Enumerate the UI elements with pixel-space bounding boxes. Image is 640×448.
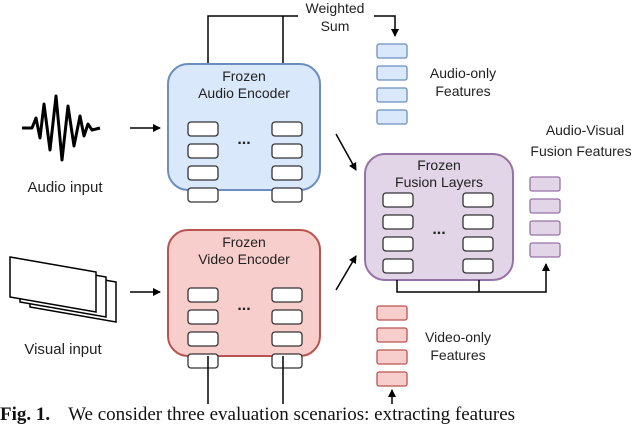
fusion-layers-block: Frozen Fusion Layers ... [364,153,514,281]
audio-only-feature [376,43,408,59]
audio-encoder-layer [187,187,219,203]
video-only-feature [376,371,408,387]
audio-encoder-layer [187,121,219,137]
weighted-sum-label-bg [298,0,374,34]
audio-visual-feature [529,220,561,236]
weighted-sum-connector-fusion [396,263,550,293]
audio-encoder-layer [271,187,303,203]
video-encoder-ellipsis: ... [237,297,250,314]
audio-encoder-layer [271,143,303,159]
fusion-layer [382,258,414,274]
audio-only-label-2: Features [435,83,490,99]
fusion-layer [462,236,494,252]
fusion-layer [462,192,494,208]
weighted-sum-line1: Weighted [306,0,365,16]
video-only-label-1: Video-only [425,329,491,345]
video-encoder-title-2: Video Encoder [198,251,290,267]
audio-encoder-layer [187,165,219,181]
video-only-feature [376,349,408,365]
visual-input-label: Visual input [24,341,102,358]
audio-encoder-layer [187,143,219,159]
weighted-sum-line2: Sum [321,18,350,34]
architecture-diagram: Audio input Visual input Weighted Sum Fr… [9,0,632,404]
ve-layer [187,287,219,303]
audio-to-fusion-arrow [335,133,357,171]
audio-visual-feature [529,176,561,192]
audio-visual-label-2: Fusion Features [530,143,631,159]
ve-layer [187,331,219,347]
video-only-feature [376,327,408,343]
fusion-layer [382,236,414,252]
fusion-layer [382,214,414,230]
ve-layer [271,331,303,347]
audio-only-feature [376,87,408,103]
audio-only-label-1: Audio-only [430,65,496,81]
audio-only-feature [376,65,408,81]
video-only-feature [376,305,408,321]
audio-encoder-block: Frozen Audio Encoder ... [167,63,321,203]
fusion-layer [462,214,494,230]
waveform-icon [22,94,101,162]
audio-input-label: Audio input [27,179,103,196]
ve-layer [187,353,219,369]
fusion-layers-ellipsis: ... [432,221,445,238]
fusion-layers-title-2: Fusion Layers [395,174,483,190]
video-encoder-title-1: Frozen [222,234,266,250]
audio-only-feature-stack [376,43,408,125]
audio-visual-label-1: Audio-Visual [546,122,624,138]
audio-encoder-title-1: Frozen [222,68,266,84]
audio-encoder-title-2: Audio Encoder [198,85,290,101]
video-only-label-2: Features [430,347,485,363]
fusion-layer [382,192,414,208]
audio-only-feature [376,109,408,125]
figure-caption: Fig. 1. We consider three evaluation scen… [0,404,640,448]
fusion-layer [462,258,494,274]
audio-visual-feature [529,198,561,214]
audio-visual-feature [529,242,561,258]
video-frames-icon [9,256,117,323]
ve-layer [271,353,303,369]
audio-encoder-ellipsis: ... [237,131,250,148]
ve-layer [187,309,219,325]
video-to-fusion-arrow [335,255,357,291]
figure-label: Fig. 1. [0,404,51,425]
ve-layer [271,309,303,325]
caption-text: We consider three evaluation scenarios: … [68,404,516,425]
fusion-layers-title-1: Frozen [417,157,461,173]
ve-layer [271,287,303,303]
audio-visual-feature-stack [529,176,561,258]
weighted-sum-connector-video [207,356,396,404]
audio-encoder-layer [271,165,303,181]
audio-encoder-layer [271,121,303,137]
video-only-feature-stack [376,305,408,387]
video-encoder-block: Frozen Video Encoder ... [167,229,321,369]
